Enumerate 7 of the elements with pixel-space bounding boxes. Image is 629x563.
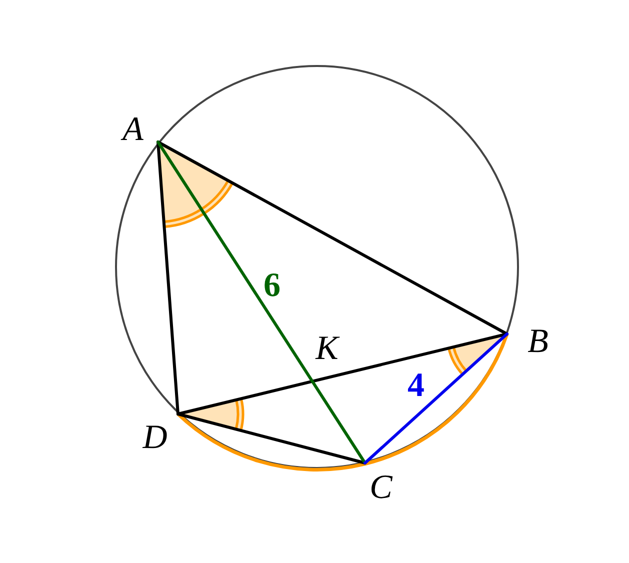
vertex-label: K	[316, 332, 338, 366]
length-label: 6	[264, 269, 280, 303]
vertex-label: A	[122, 113, 144, 147]
vertex-label: B	[528, 325, 548, 359]
vertex-label: C	[370, 471, 392, 505]
vertex-label: D	[142, 421, 168, 455]
length-label: 4	[408, 369, 424, 403]
